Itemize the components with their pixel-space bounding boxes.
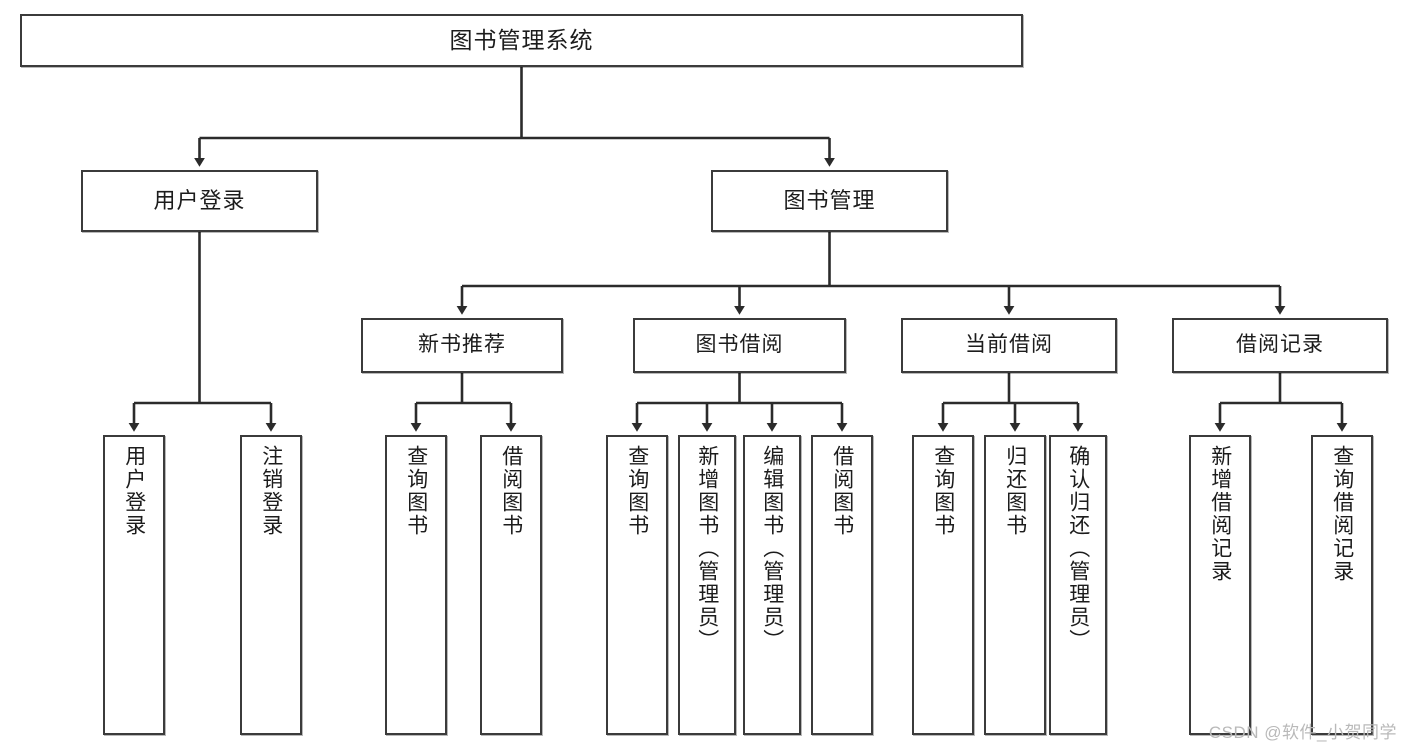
- node-label: 图书管理: [783, 188, 876, 214]
- node-label: 借阅图书: [830, 445, 854, 537]
- node-label: 用户登录: [122, 445, 146, 537]
- node-current[interactable]: 当前借阅: [901, 318, 1117, 373]
- node-bookmgmt[interactable]: 图书管理: [711, 170, 948, 232]
- node-label: 借阅记录: [1236, 333, 1324, 357]
- node-leaf-rc-add[interactable]: 新增借阅记录: [1189, 435, 1251, 735]
- node-leaf-bo-query[interactable]: 查询图书: [606, 435, 668, 735]
- node-label: 图书管理系统: [449, 27, 594, 54]
- node-label: 确认归还（管理员）: [1066, 445, 1090, 652]
- node-leaf-cu-query[interactable]: 查询图书: [912, 435, 974, 735]
- node-label: 借阅图书: [499, 445, 523, 537]
- node-label: 编辑图书（管理员）: [760, 445, 784, 652]
- node-leaf-logout[interactable]: 注销登录: [240, 435, 302, 735]
- node-root[interactable]: 图书管理系统: [20, 14, 1023, 67]
- node-leaf-rc-query[interactable]: 查询借阅记录: [1311, 435, 1373, 735]
- node-label: 新书推荐: [418, 333, 506, 357]
- node-label: 查询图书: [404, 445, 428, 537]
- watermark-text: CSDN @软件_小贺同学: [1208, 723, 1397, 742]
- node-label: 新增借阅记录: [1208, 445, 1232, 583]
- node-leaf-bo-add[interactable]: 新增图书（管理员）: [678, 435, 736, 735]
- node-label: 查询图书: [931, 445, 955, 537]
- node-leaf-cu-conf[interactable]: 确认归还（管理员）: [1049, 435, 1107, 735]
- node-leaf-bo-lend[interactable]: 借阅图书: [811, 435, 873, 735]
- node-label: 注销登录: [259, 445, 283, 537]
- node-leaf-bo-edit[interactable]: 编辑图书（管理员）: [743, 435, 801, 735]
- node-label: 新增图书（管理员）: [695, 445, 719, 652]
- node-label: 当前借阅: [965, 333, 1053, 357]
- node-records[interactable]: 借阅记录: [1172, 318, 1388, 373]
- node-label: 图书借阅: [695, 333, 784, 357]
- node-leaf-login[interactable]: 用户登录: [103, 435, 165, 735]
- node-leaf-nb-borrow[interactable]: 借阅图书: [480, 435, 542, 735]
- node-label: 归还图书: [1003, 445, 1027, 537]
- node-label: 查询图书: [625, 445, 649, 537]
- node-label: 查询借阅记录: [1330, 445, 1354, 583]
- node-newbook[interactable]: 新书推荐: [361, 318, 563, 373]
- node-label: 用户登录: [153, 188, 246, 214]
- node-leaf-nb-query[interactable]: 查询图书: [385, 435, 447, 735]
- node-leaf-cu-ret[interactable]: 归还图书: [984, 435, 1046, 735]
- node-borrow[interactable]: 图书借阅: [633, 318, 846, 373]
- node-login[interactable]: 用户登录: [81, 170, 318, 232]
